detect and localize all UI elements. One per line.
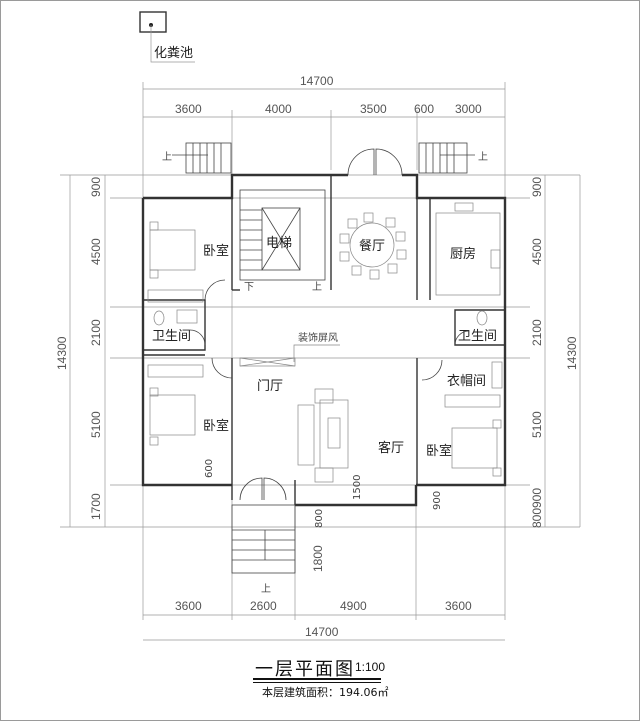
door-bedroom-sw[interactable]	[211, 357, 233, 379]
dining-table-icon	[339, 212, 407, 280]
dim-top-0: 3600	[175, 102, 202, 116]
bed-se-icon	[451, 419, 502, 477]
room-bedroom-sw: 卧室	[203, 418, 229, 434]
room-elevator: 电梯	[266, 236, 292, 251]
decorative-screen	[239, 344, 340, 367]
svg-text:900: 900	[530, 488, 544, 508]
grid-lines	[60, 82, 580, 620]
room-living: 客厅	[378, 440, 404, 456]
dim-bottom-1: 2600	[250, 599, 277, 613]
room-bedroom-nw: 卧室	[203, 243, 229, 259]
room-foyer: 门厅	[257, 379, 283, 394]
svg-text:14300: 14300	[55, 336, 69, 370]
svg-text:2100: 2100	[530, 319, 544, 346]
stairs-top-left	[172, 142, 232, 174]
drawing-scale: 1:100	[355, 660, 386, 674]
dim-900-inner: 900	[432, 491, 443, 510]
room-bath-west: 卫生间	[152, 329, 191, 344]
title-underline	[253, 678, 381, 680]
svg-text:5100: 5100	[530, 411, 544, 438]
svg-text:2100: 2100	[89, 319, 103, 346]
top-dimension-lines	[143, 88, 505, 118]
stairs-up-label-core: 上	[312, 281, 322, 293]
room-kitchen: 厨房	[450, 246, 476, 262]
bed-nw-icon	[147, 221, 204, 303]
toilet-w-icon	[153, 309, 198, 326]
svg-text:5100: 5100	[89, 411, 103, 438]
svg-text:900: 900	[89, 177, 103, 197]
stairs-up-label-right: 上	[478, 151, 488, 163]
entry-stairs	[231, 504, 296, 574]
bed-sw-icon	[147, 364, 204, 446]
stairs-up-label-entry: 上	[261, 583, 271, 595]
kitchen-counter	[435, 202, 501, 296]
door-bedroom-nw[interactable]	[204, 279, 226, 301]
title-underline-thin	[253, 682, 381, 683]
stairs-down-label: 下	[244, 282, 254, 293]
sofa-set-icon	[297, 388, 349, 483]
right-dimension-lines	[544, 175, 581, 527]
dim-600: 600	[204, 459, 215, 478]
dim-800: 800	[314, 509, 325, 528]
dim-bottom-2: 4900	[340, 599, 367, 613]
drawing-title: 一层平面图	[255, 659, 355, 680]
foyer-door[interactable]	[239, 477, 287, 501]
svg-text:4500: 4500	[89, 238, 103, 265]
dim-top-total: 14700	[300, 74, 334, 88]
room-cloakroom: 衣帽间	[447, 373, 486, 389]
svg-text:1700: 1700	[89, 493, 103, 520]
label-decorative-screen: 装饰屏风	[298, 331, 338, 344]
elevator-stair-core	[239, 189, 326, 281]
left-dimension-lines	[69, 175, 106, 527]
dim-bottom-3: 3600	[445, 599, 472, 613]
door-cloakroom[interactable]	[421, 359, 443, 381]
dim-bottom-0: 3600	[175, 599, 202, 613]
stairs-up-label-left: 上	[162, 151, 172, 163]
door-bath-east[interactable]	[454, 330, 470, 346]
dim-bottom-total: 14700	[305, 625, 339, 639]
room-bedroom-se: 卧室	[426, 443, 452, 459]
septic-tank-label: 化粪池	[154, 46, 193, 61]
svg-text:900: 900	[530, 177, 544, 197]
septic-tank-icon	[139, 11, 195, 63]
dim-1800: 1800	[311, 545, 325, 572]
stairs-top-right	[418, 142, 475, 174]
dining-door[interactable]	[347, 148, 403, 176]
dim-top-4: 3000	[455, 102, 482, 116]
toilet-e-icon	[476, 310, 488, 326]
svg-text:4500: 4500	[530, 238, 544, 265]
dim-top-3: 600	[414, 102, 434, 116]
right-dimension-texts: 900 4500 2100 5100 900 800 14300	[530, 177, 579, 528]
dim-1500: 1500	[352, 475, 363, 500]
svg-text:14300: 14300	[565, 336, 579, 370]
svg-text:800: 800	[530, 508, 544, 528]
room-bath-east: 卫生间	[458, 329, 497, 344]
wardrobe-icon	[444, 361, 503, 408]
bottom-dimension-lines	[143, 614, 505, 641]
room-dining: 餐厅	[359, 238, 385, 254]
door-bath-west[interactable]	[189, 329, 206, 346]
dim-top-2: 3500	[360, 102, 387, 116]
exterior-walls	[141, 173, 507, 507]
floor-area: 本层建筑面积：194.06㎡	[262, 686, 389, 699]
dim-top-1: 4000	[265, 102, 292, 116]
left-dimension-texts: 900 4500 2100 5100 1700 14300	[55, 177, 103, 520]
